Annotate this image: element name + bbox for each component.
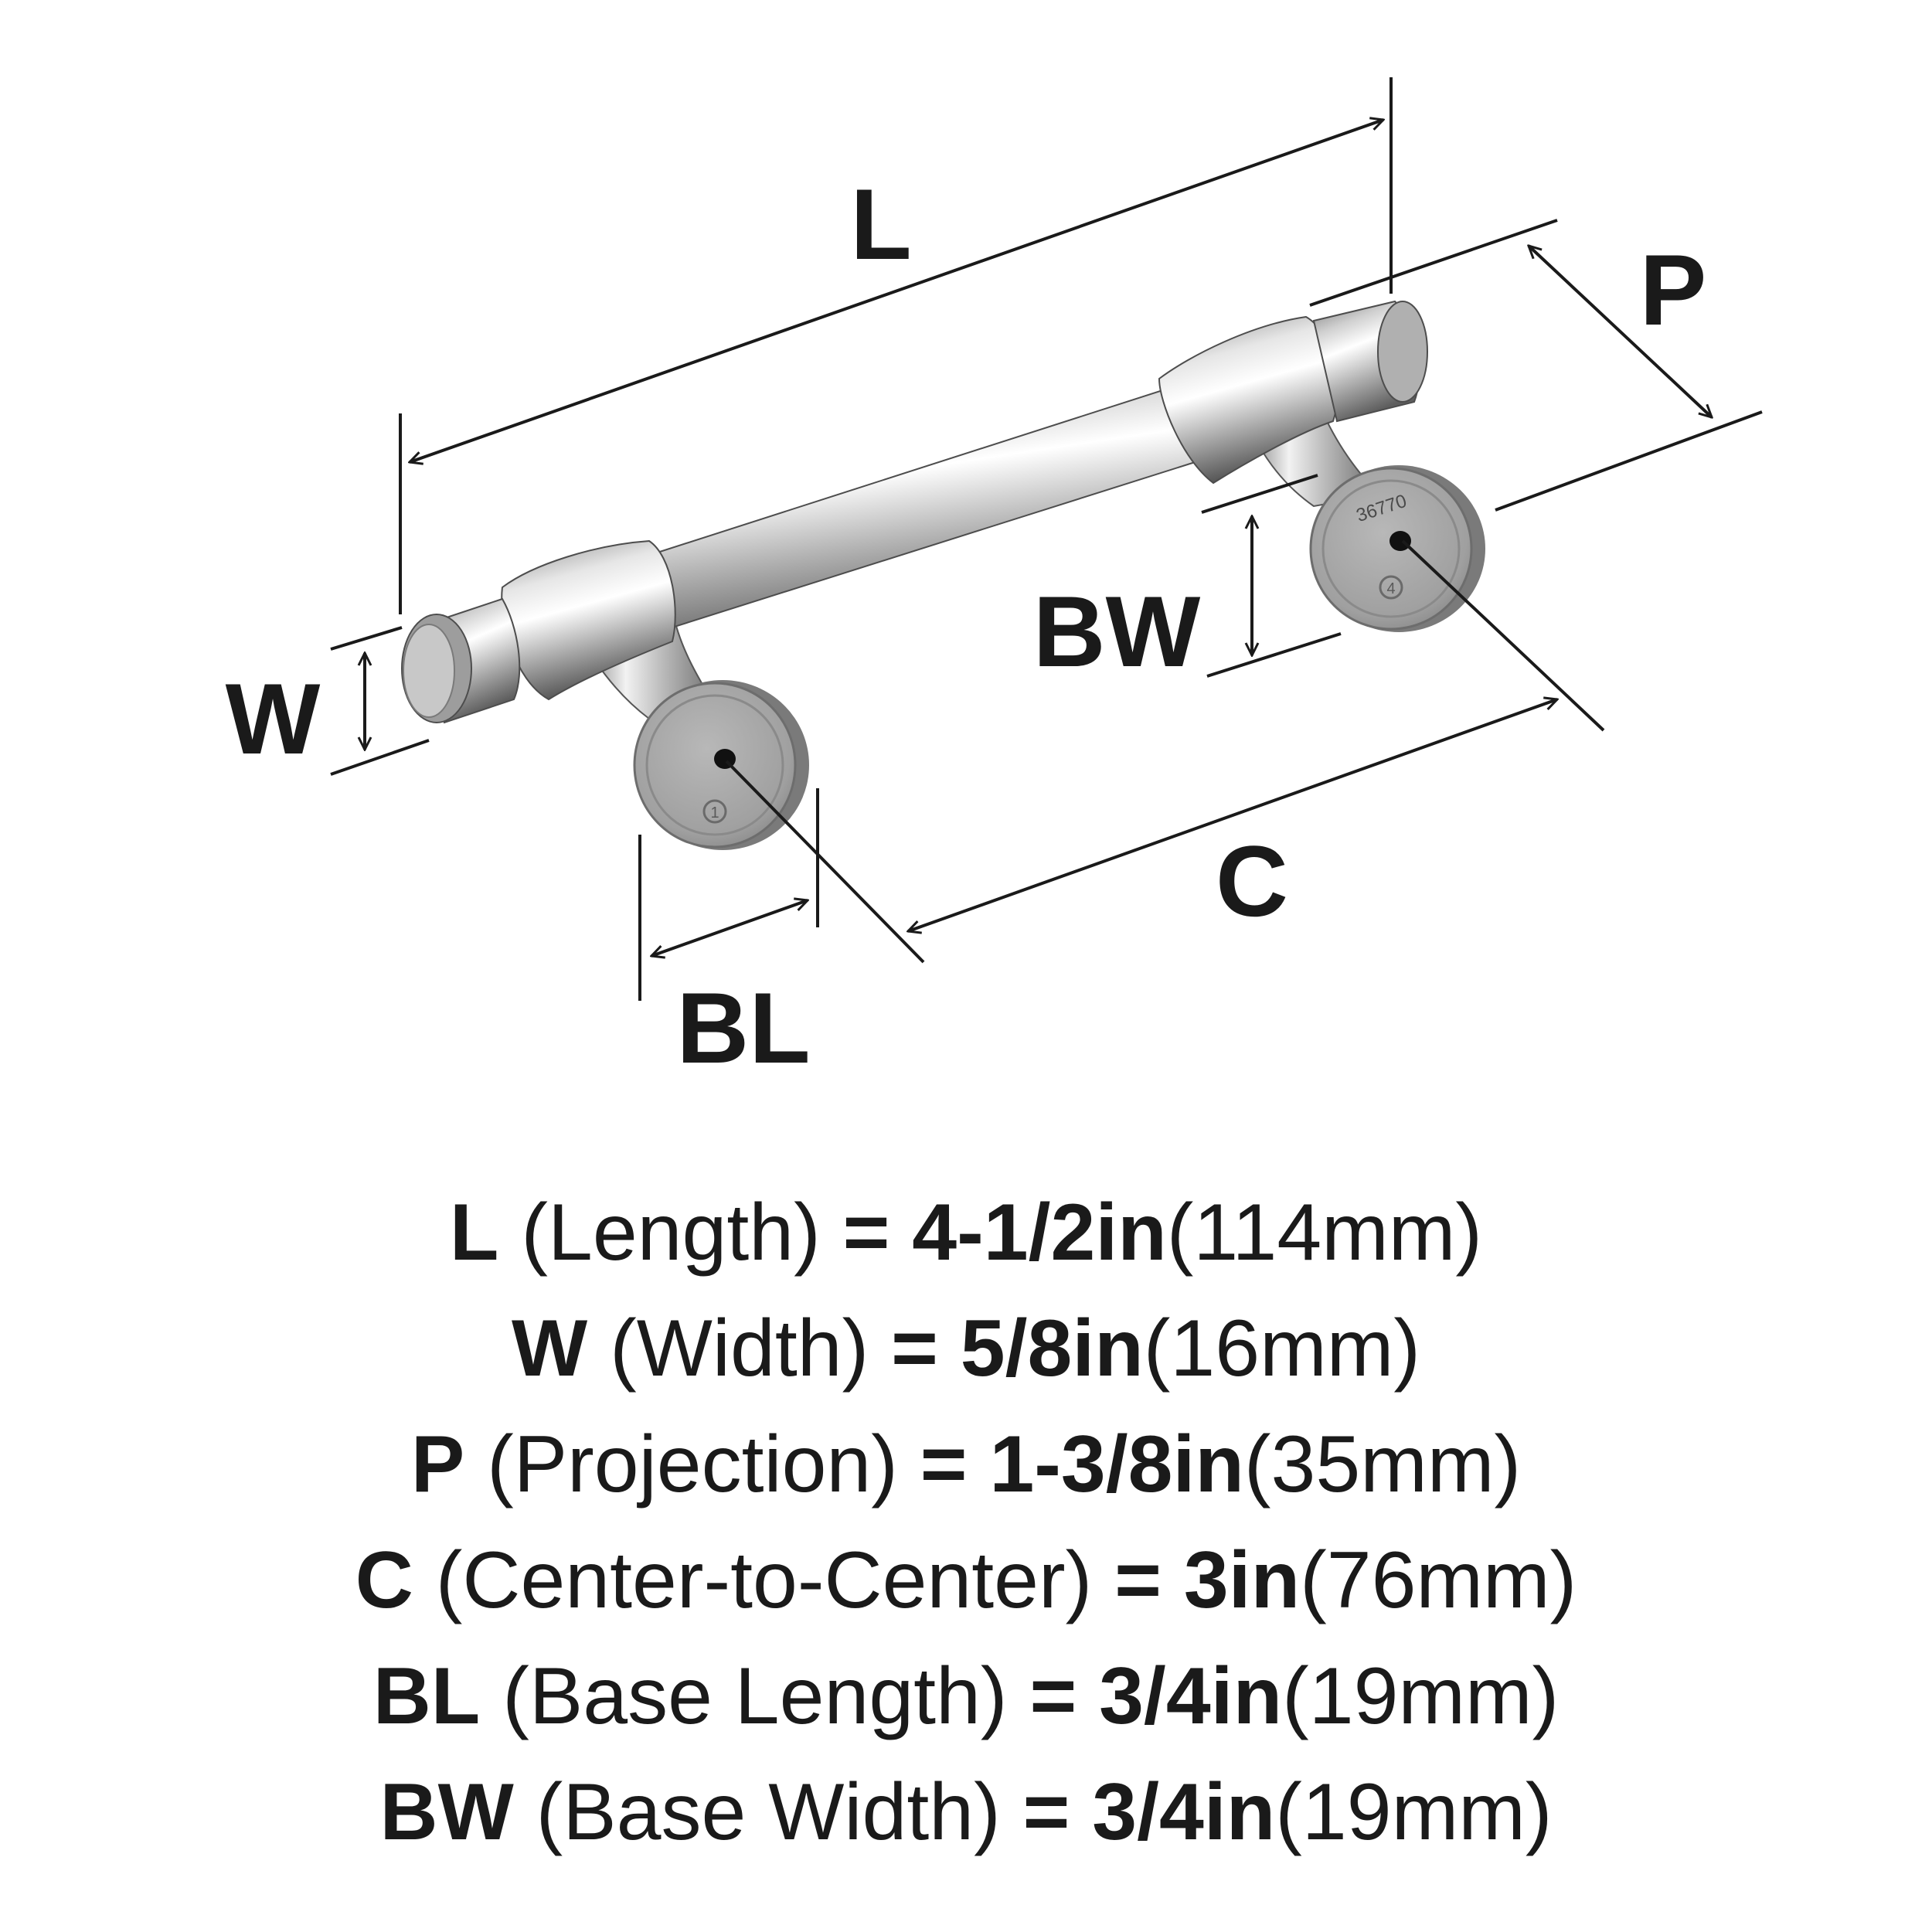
spec-equals: = [920, 1420, 968, 1509]
right-post-mark: 4 [1386, 580, 1395, 597]
spec-metric: (19mm) [1275, 1767, 1553, 1857]
projection-dimension-line [1529, 246, 1712, 417]
left-end-cap [401, 597, 521, 724]
spec-imperial: 1-3/8in [989, 1420, 1244, 1509]
spec-base-length: BL (Base Length) = 3/4in(19mm) [0, 1638, 1932, 1754]
spec-projection: P (Projection) = 1-3/8in(35mm) [0, 1406, 1932, 1522]
base-width-label: BW [1033, 575, 1201, 688]
left-base: 1 [633, 680, 809, 850]
spec-code: L [449, 1188, 499, 1277]
spec-length: L (Length) = 4-1/2in(114mm) [0, 1175, 1932, 1291]
base-width-extension-bottom [1206, 632, 1342, 678]
spec-metric: (76mm) [1300, 1536, 1577, 1625]
length-label: L [850, 168, 911, 281]
spec-base-width: BW (Base Width) = 3/4in(19mm) [0, 1754, 1932, 1870]
spec-equals: = [1114, 1536, 1162, 1625]
width-extension-top [330, 626, 403, 651]
spec-equals: = [1029, 1651, 1077, 1741]
spec-imperial: 3in [1183, 1536, 1301, 1625]
base-length-label: BL [676, 971, 810, 1084]
dimension-spec-list: L (Length) = 4-1/2in(114mm) W (Width) = … [0, 1175, 1932, 1870]
spec-equals: = [891, 1304, 938, 1393]
spec-code: BL [372, 1651, 481, 1741]
cabinet-pull-illustration: 1 36770 4 [401, 300, 1485, 850]
spec-name: (Projection) [487, 1420, 898, 1509]
spec-imperial: 3/4in [1092, 1767, 1276, 1857]
left-post-mark: 1 [710, 804, 719, 821]
spec-name: (Width) [610, 1304, 869, 1393]
spec-name: (Base Width) [536, 1767, 1001, 1857]
center-leader-right [1401, 539, 1605, 732]
center-dimension-line [908, 699, 1557, 931]
center-to-center-label: C [1216, 825, 1288, 937]
base-width-extension-top [1201, 474, 1318, 514]
spec-imperial: 5/8in [960, 1304, 1144, 1393]
projection-extension-bottom [1495, 410, 1763, 512]
spec-name: (Base Length) [502, 1651, 1008, 1741]
spec-equals: = [842, 1188, 890, 1277]
width-extension-bottom [330, 739, 430, 776]
spec-imperial: 4-1/2in [912, 1188, 1167, 1277]
spec-equals: = [1022, 1767, 1070, 1857]
center-leader-left [725, 760, 925, 964]
length-dimension-line [410, 120, 1383, 462]
spec-center-to-center: C (Center-to-Center) = 3in(76mm) [0, 1522, 1932, 1638]
right-base: 36770 4 [1309, 465, 1485, 632]
dimension-lines [330, 77, 1763, 1001]
spec-metric: (114mm) [1166, 1188, 1483, 1277]
spec-code: BW [379, 1767, 514, 1857]
spec-width: W (Width) = 5/8in(16mm) [0, 1291, 1932, 1406]
spec-name: (Length) [521, 1188, 821, 1277]
spec-code: W [512, 1304, 588, 1393]
spec-name: (Center-to-Center) [435, 1536, 1093, 1625]
spec-metric: (19mm) [1282, 1651, 1560, 1741]
spec-code: C [355, 1536, 413, 1625]
spec-metric: (16mm) [1143, 1304, 1420, 1393]
width-label: W [226, 662, 321, 775]
base-length-dimension-line [651, 900, 808, 956]
pull-dimension-diagram: 1 36770 4 [226, 77, 1763, 1084]
spec-code: P [410, 1420, 465, 1509]
projection-label: P [1640, 233, 1707, 346]
spec-imperial: 3/4in [1099, 1651, 1283, 1741]
spec-metric: (35mm) [1243, 1420, 1522, 1509]
projection-extension-top [1309, 219, 1558, 307]
left-collar [501, 539, 676, 701]
